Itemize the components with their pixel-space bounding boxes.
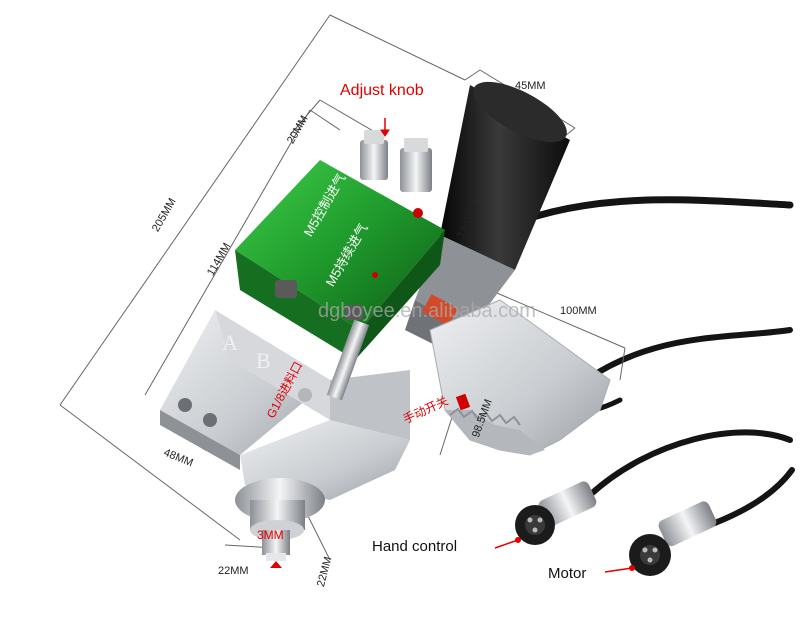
- motor-label: Motor: [548, 565, 587, 582]
- callout-markers: [380, 118, 635, 573]
- hand-control-connector: [515, 481, 597, 545]
- motor-cable: [506, 196, 794, 229]
- block-letter-b: B: [256, 348, 271, 373]
- air-fittings: [360, 130, 432, 192]
- dim-nozzle-base: 22MM: [218, 565, 249, 577]
- nozzle: [235, 478, 325, 568]
- green-valve: [235, 160, 445, 360]
- adjust-knob-label: Adjust knob: [340, 82, 424, 99]
- block-letter-a: A: [222, 330, 238, 355]
- motor-connector: [629, 501, 717, 576]
- dim-nozzle-diameter: 3MM: [257, 528, 284, 542]
- hand-control-cable-2: [587, 429, 793, 498]
- watermark-text: dgboyee.en.alibaba.com: [318, 300, 536, 322]
- dim-motor-diameter: 45MM: [515, 80, 546, 92]
- dim-handle-width: 100MM: [560, 305, 597, 317]
- handle: [429, 299, 611, 456]
- hand-control-label: Hand control: [372, 538, 458, 555]
